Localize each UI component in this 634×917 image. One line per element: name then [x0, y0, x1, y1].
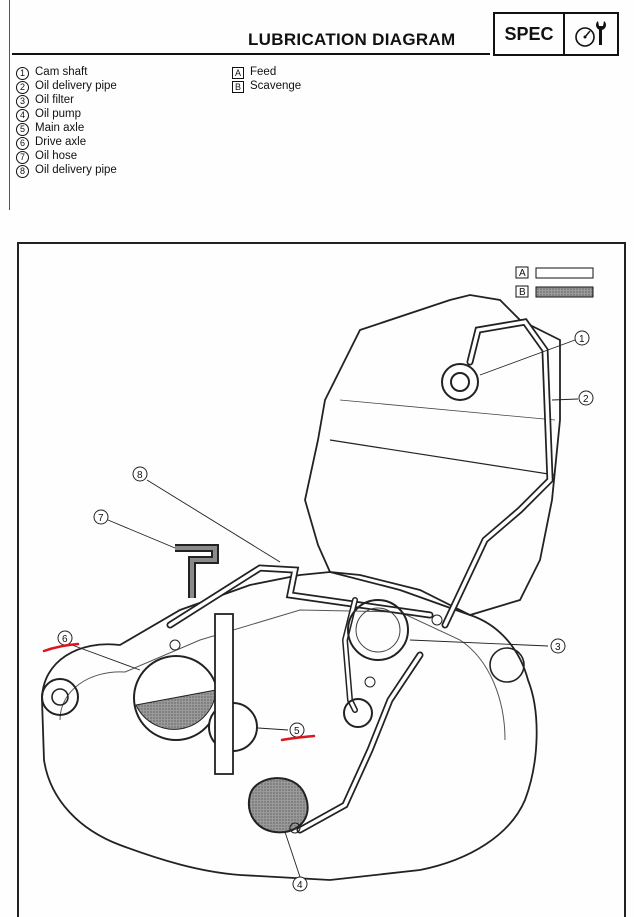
part-label: Main axle [35, 122, 85, 134]
diagram-key: A B [515, 266, 594, 298]
cylinder-block [304, 294, 561, 616]
strainer [343, 698, 373, 728]
oil-hose [175, 544, 219, 598]
case-inner-line [59, 609, 506, 741]
callout-8: 8 [132, 466, 148, 482]
leader-lines [71, 339, 579, 878]
flow-label: Scavenge [250, 79, 302, 92]
gauge-wrench-icon [565, 14, 617, 54]
flow-key: A [232, 67, 244, 79]
flow-key: B [232, 80, 244, 93]
cam-shaft [441, 363, 479, 401]
cylinder-joint-line [329, 439, 556, 476]
bolt-boss [489, 647, 525, 683]
callout-6: 6 [57, 630, 73, 646]
svg-text:2: 2 [583, 394, 589, 405]
part-label: Oil filter [35, 94, 74, 106]
callout-3: 3 [550, 638, 566, 654]
callout-number: 8 [16, 165, 29, 178]
callout-number: 6 [16, 137, 29, 150]
diagram-frame [17, 242, 626, 917]
callout-1: 1 [574, 330, 590, 346]
feed-swatch [535, 267, 594, 279]
flow-label: Feed [250, 66, 277, 78]
list-item: B Scavenge [232, 80, 301, 94]
svg-text:8: 8 [137, 470, 143, 481]
list-item: 4 Oil pump [16, 108, 117, 122]
part-label: Oil delivery pipe [35, 164, 117, 176]
list-item: 1 Cam shaft [16, 66, 117, 80]
part-label: Oil delivery pipe [35, 80, 117, 92]
head-joint-line [339, 399, 556, 421]
spec-badge: SPEC [493, 12, 619, 56]
callout-number: 3 [16, 95, 29, 108]
list-item: 2 Oil delivery pipe [16, 80, 117, 94]
oil-pump [247, 777, 309, 834]
callout-number: 2 [16, 81, 29, 94]
red-underline-5 [280, 734, 316, 742]
callout-2: 2 [578, 390, 594, 406]
list-item: A Feed [232, 66, 301, 80]
flow-legend: A Feed B Scavenge [232, 66, 301, 94]
callout-number: 1 [16, 67, 29, 80]
part-label: Oil hose [35, 150, 78, 162]
callout-number: 5 [16, 123, 29, 136]
key-b-label: B [519, 287, 526, 298]
pump-pipe [296, 597, 424, 834]
svg-text:7: 7 [98, 513, 104, 524]
svg-text:5: 5 [294, 726, 300, 737]
callout-number: 4 [16, 109, 29, 122]
list-item: 8 Oil delivery pipe [16, 164, 117, 178]
callout-4: 4 [292, 876, 308, 892]
oil-delivery-pipe-2 [441, 318, 554, 629]
oil-filter [347, 599, 409, 661]
crankcase-outline [41, 571, 538, 881]
callout-number: 7 [16, 151, 29, 164]
oil-delivery-pipe-8 [166, 564, 434, 629]
bolt-boss [41, 678, 79, 716]
key-a-label: A [519, 268, 526, 279]
svg-text:6: 6 [62, 634, 68, 645]
list-item: 5 Main axle [16, 122, 117, 136]
svg-text:3: 3 [555, 642, 561, 653]
svg-text:4: 4 [297, 880, 303, 891]
part-label: Oil pump [35, 108, 82, 120]
callout-5: 5 [289, 722, 305, 738]
title-underline [12, 53, 490, 55]
callout-7: 7 [93, 509, 109, 525]
part-label: Cam shaft [35, 66, 88, 78]
shaft [214, 613, 234, 775]
list-item: 6 Drive axle [16, 136, 117, 150]
spec-label: SPEC [495, 14, 565, 54]
list-item: 3 Oil filter [16, 94, 117, 108]
red-underline-6 [42, 642, 80, 653]
scavenge-swatch [535, 286, 594, 298]
part-label: Drive axle [35, 136, 87, 148]
margin-rule [9, 0, 10, 210]
svg-text:1: 1 [579, 334, 585, 345]
page-title: LUBRICATION DIAGRAM [248, 30, 456, 49]
drive-axle-oil [135, 689, 217, 730]
list-item: 7 Oil hose [16, 150, 117, 164]
